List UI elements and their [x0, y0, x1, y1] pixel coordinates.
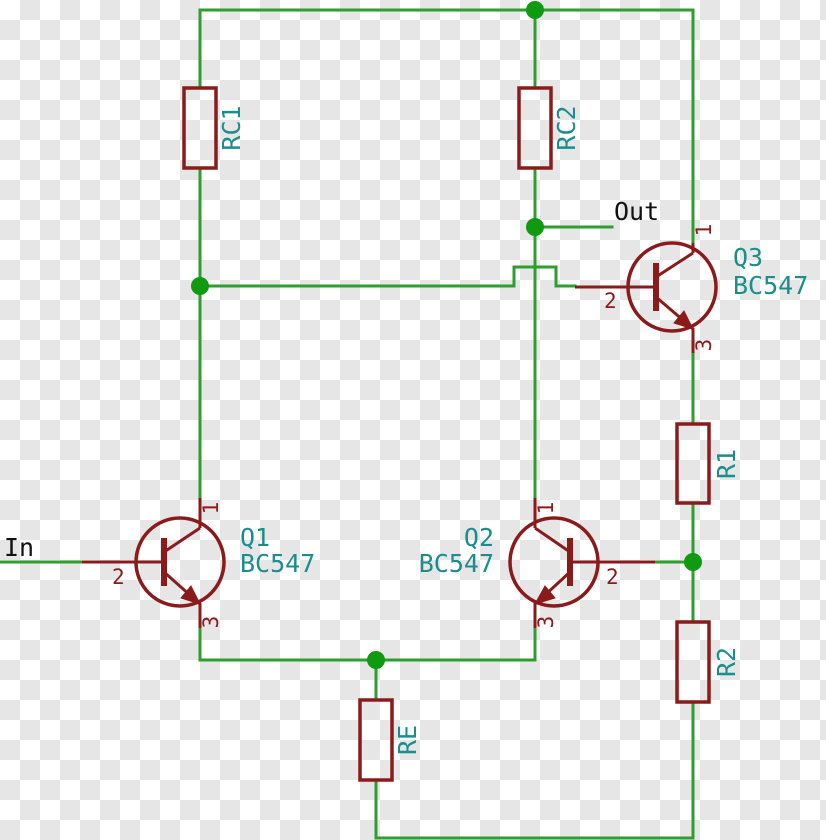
q1-ref: Q1	[240, 523, 270, 552]
junction-out	[526, 218, 544, 236]
resistor-r1: R1	[675, 422, 741, 505]
q3-pin-collector: 1	[692, 224, 716, 237]
q2-pin-collector: 1	[534, 502, 558, 515]
q3-pin-emitter: 3	[692, 339, 716, 352]
resistor-rc1-label: RC1	[217, 105, 246, 150]
q1-pin-emitter: 3	[199, 616, 223, 629]
q3-ref: Q3	[733, 243, 763, 272]
junctions	[191, 1, 702, 669]
junction-top	[526, 1, 544, 19]
q1-pin-base: 2	[112, 565, 125, 589]
q2-emitter-arrow	[533, 585, 556, 605]
q2-pin-emitter: 3	[534, 616, 558, 629]
junction-divider	[684, 553, 702, 571]
q1-value: BC547	[240, 549, 315, 578]
resistor-re-label: RE	[393, 725, 422, 755]
q2-value: BC547	[419, 549, 494, 578]
resistor-re: RE	[358, 698, 422, 782]
q2-ref: Q2	[464, 523, 494, 552]
q1-emitter-arrow	[180, 585, 201, 605]
junction-emitters	[367, 651, 385, 669]
resistor-r2-label: R2	[712, 647, 741, 677]
resistor-rc2-label: RC2	[552, 105, 581, 150]
net-label-output: Out	[614, 197, 659, 226]
resistor-r1-label: R1	[712, 449, 741, 479]
wires	[0, 8, 695, 840]
resistor-rc2: RC2	[517, 86, 581, 170]
transistor-q1: 1 2 3 Q1 BC547	[82, 498, 315, 628]
wire-bottom-rail	[374, 700, 695, 840]
q2-pin-base: 2	[606, 565, 619, 589]
transistor-q2: 1 2 3 Q2 BC547	[419, 498, 655, 628]
net-label-input: In	[4, 533, 34, 562]
resistor-rc1: RC1	[182, 86, 246, 170]
q3-value: BC547	[733, 271, 808, 300]
junction-q1-collector	[191, 277, 209, 295]
wire-emitters	[198, 626, 537, 662]
q3-emitter-arrow	[673, 310, 694, 330]
wire-q1-collector-to-q3-base	[198, 265, 577, 288]
q1-pin-collector: 1	[199, 502, 223, 515]
transistor-q3: 1 2 3 Q3 BC547	[575, 224, 808, 353]
resistor-r2: R2	[675, 620, 741, 704]
q3-pin-base: 2	[604, 289, 617, 313]
wire-top-rail	[198, 8, 695, 245]
